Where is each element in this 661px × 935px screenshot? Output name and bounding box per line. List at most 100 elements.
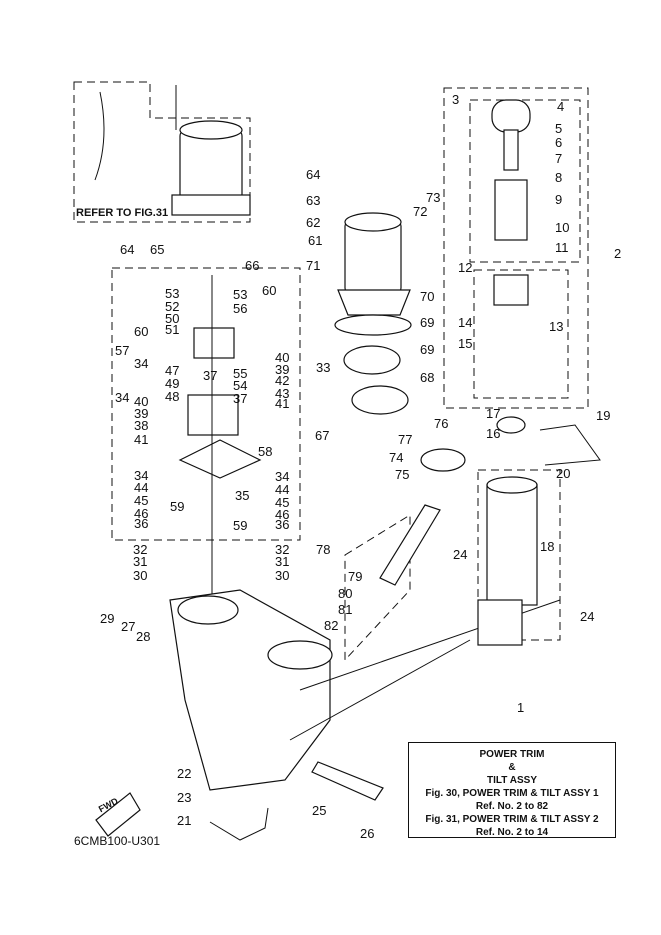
callout-80: 80: [338, 586, 352, 601]
callout-58: 58: [258, 444, 272, 459]
callout-76: 76: [434, 416, 448, 431]
callout-64: 64: [120, 242, 134, 257]
callout-43: 43: [275, 386, 289, 401]
callout-30: 30: [275, 568, 289, 583]
callout-79: 79: [348, 569, 362, 584]
callout-33: 33: [316, 360, 330, 375]
callout-37: 37: [203, 368, 217, 383]
callout-69: 69: [420, 315, 434, 330]
callout-53: 53: [165, 286, 179, 301]
motor-group-box: [73, 81, 251, 223]
callout-24: 24: [580, 609, 594, 624]
callout-39: 39: [134, 406, 148, 421]
callout-67: 67: [315, 428, 329, 443]
pin-25: [311, 761, 384, 801]
callout-59: 59: [233, 518, 247, 533]
callout-46: 46: [134, 506, 148, 521]
callout-78: 78: [316, 542, 330, 557]
callout-34: 34: [275, 469, 289, 484]
oil-tank: [334, 212, 412, 415]
callout-64: 64: [306, 167, 320, 182]
callout-50: 50: [165, 311, 179, 326]
tilt-cylinder: [477, 424, 601, 646]
callout-40: 40: [275, 350, 289, 365]
callout-32: 32: [133, 542, 147, 557]
callout-27: 27: [121, 619, 135, 634]
callout-22: 22: [177, 766, 191, 781]
callout-1: 1: [517, 700, 524, 715]
callout-20: 20: [556, 466, 570, 481]
callout-40: 40: [134, 394, 148, 409]
callout-72: 72: [413, 204, 427, 219]
callout-74: 74: [389, 450, 403, 465]
callout-52: 52: [165, 299, 179, 314]
main-housing: [169, 589, 561, 791]
legend-line: POWER TRIM: [479, 749, 545, 760]
cylinder-group-box: [477, 469, 561, 641]
legend-line: Fig. 30, POWER TRIM & TILT ASSY 1: [425, 788, 599, 799]
callout-36: 36: [275, 517, 289, 532]
callout-45: 45: [134, 493, 148, 508]
callout-17: 17: [486, 406, 500, 421]
legend-box: POWER TRIM & TILT ASSY Fig. 30, POWER TR…: [408, 742, 616, 838]
subgroup-box-12: [473, 269, 569, 399]
trim-piston: [379, 448, 466, 586]
callout-21: 21: [177, 813, 191, 828]
callout-15: 15: [458, 336, 472, 351]
callout-55: 55: [233, 366, 247, 381]
callout-24: 24: [453, 547, 467, 562]
callout-37: 37: [233, 391, 247, 406]
callout-7: 7: [555, 151, 562, 166]
legend-line: Fig. 31, POWER TRIM & TILT ASSY 2: [425, 814, 599, 825]
callout-32: 32: [275, 542, 289, 557]
callout-41: 41: [134, 432, 148, 447]
drawing-code: 6CMB100-U301: [74, 834, 161, 848]
callout-61: 61: [308, 233, 322, 248]
callout-82: 82: [324, 618, 338, 633]
callout-68: 68: [420, 370, 434, 385]
callout-6: 6: [555, 135, 562, 150]
callout-12: 12: [458, 260, 472, 275]
callout-41: 41: [275, 396, 289, 411]
callout-63: 63: [306, 193, 320, 208]
callout-73: 73: [426, 190, 440, 205]
callout-60: 60: [262, 283, 276, 298]
callout-51: 51: [165, 322, 179, 337]
callout-70: 70: [420, 289, 434, 304]
callout-75: 75: [395, 467, 409, 482]
callout-36: 36: [134, 516, 148, 531]
callout-66: 66: [245, 258, 259, 273]
valve-group-box-33: [111, 267, 301, 541]
legend-line: &: [508, 762, 516, 773]
callout-44: 44: [275, 482, 289, 497]
callout-2: 2: [614, 246, 621, 261]
trim-motor: [94, 85, 251, 216]
callout-42: 42: [275, 373, 289, 388]
callout-54: 54: [233, 378, 247, 393]
callout-10: 10: [555, 220, 569, 235]
callout-14: 14: [458, 315, 472, 330]
callout-53: 53: [233, 287, 247, 302]
tilt-rod: [491, 99, 531, 434]
callout-77: 77: [398, 432, 412, 447]
callout-26: 26: [360, 826, 374, 841]
callout-34: 34: [134, 356, 148, 371]
callout-30: 30: [133, 568, 147, 583]
legend-line: Ref. No. 2 to 14: [475, 827, 549, 838]
callout-34: 34: [115, 390, 129, 405]
callout-39: 39: [275, 362, 289, 377]
tilt-group-box-2: [443, 87, 589, 409]
callout-62: 62: [306, 215, 320, 230]
piston-group-box-78: [344, 514, 411, 662]
callout-34: 34: [134, 468, 148, 483]
callout-48: 48: [165, 389, 179, 404]
callout-38: 38: [134, 418, 148, 433]
callout-13: 13: [549, 319, 563, 334]
callout-71: 71: [306, 258, 320, 273]
callout-4: 4: [557, 99, 564, 114]
callout-60: 60: [134, 324, 148, 339]
legend-line: TILT ASSY: [487, 775, 537, 786]
callout-69: 69: [420, 342, 434, 357]
